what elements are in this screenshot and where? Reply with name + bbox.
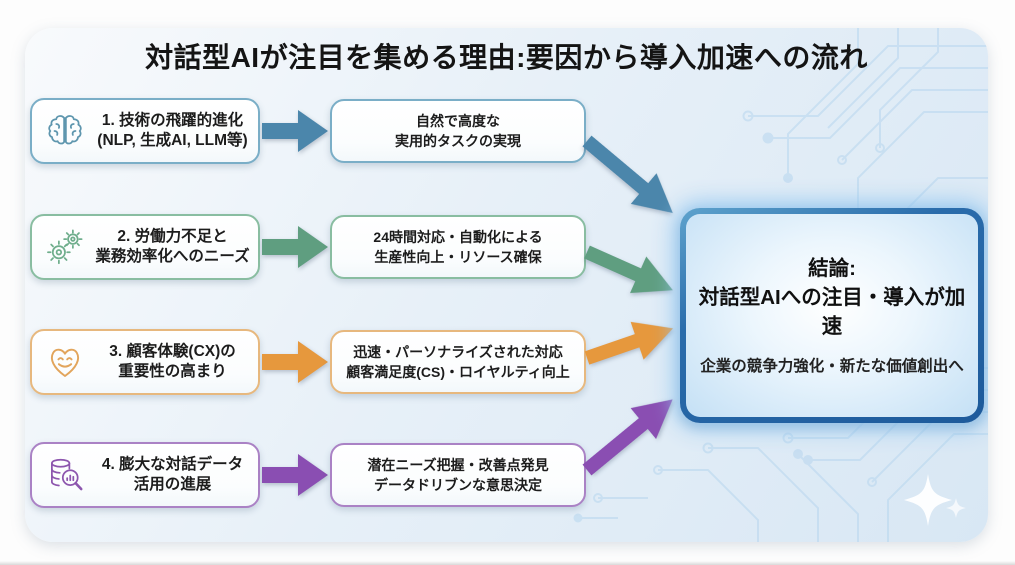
factor-box-labor: 2. 労働力不足と 業務効率化へのニーズ [30,214,260,280]
factor-box-technology: 1. 技術の飛躍的進化 (NLP, 生成AI, LLM等) [30,98,260,164]
outcome-box-cx: 迅速・パーソナライズされた対応 顧客満足度(CS)・ロイヤルティ向上 [330,330,586,394]
factor-box-cx: 3. 顧客体験(CX)の 重要性の高まり [30,329,260,395]
factor-text: 2. 労働力不足と 業務効率化へのニーズ [95,227,250,265]
outcome-text: 潜在ニーズ把握・改善点発見 データドリブンな意思決定 [367,456,549,493]
sparkle-icon [904,474,966,526]
smiling-heart-icon [44,341,86,383]
conclusion-statement: 対話型AIへの注目・導入が加速 [698,286,966,338]
arrow-outcome-to-conclusion [580,308,680,379]
data-search-icon [44,454,86,496]
outcome-box-data: 潜在ニーズ把握・改善点発見 データドリブンな意思決定 [330,443,586,507]
arrow-factor-to-outcome [262,224,328,270]
arrow-outcome-to-conclusion [578,232,682,310]
factor-text: 1. 技術の飛躍的進化 (NLP, 生成AI, LLM等) [97,111,248,149]
arrow-factor-to-outcome [262,339,328,385]
outcome-text: 自然で高度な 実用的タスクの実現 [395,112,521,149]
conclusion-box-inner: 結論: 対話型AIへの注目・導入が加速 企業の競争力強化・新たな価値創出へ [686,214,978,417]
outcome-text: 迅速・パーソナライズされた対応 顧客満足度(CS)・ロイヤルティ向上 [346,343,570,380]
outcome-text: 24時間対応・自動化による 生産性向上・リソース確保 [373,228,543,265]
factor-text: 4. 膨大な対話データ 活用の進展 [101,455,244,493]
brain-icon [44,110,86,152]
arrow-factor-to-outcome [262,108,328,154]
outcome-box-labor: 24時間対応・自動化による 生産性向上・リソース確保 [330,215,586,279]
arrow-factor-to-outcome [262,452,328,498]
gears-icon [44,226,86,268]
conclusion-box: 結論: 対話型AIへの注目・導入が加速 企業の競争力強化・新たな価値創出へ [680,208,984,423]
page-title: 対話型AIが注目を集める理由:要因から導入加速への流れ [145,42,868,73]
conclusion-heading: 結論: [808,257,856,281]
diagram-card: 対話型AIが注目を集める理由:要因から導入加速への流れ 1. 技術の飛躍的進化 … [25,28,988,542]
conclusion-subtext: 企業の競争力強化・新たな価値創出へ [700,357,964,375]
factor-box-data: 4. 膨大な対話データ 活用の進展 [30,442,260,508]
arrow-outcome-to-conclusion [573,382,687,487]
outcome-box-technology: 自然で高度な 実用的タスクの実現 [330,99,586,163]
factor-text: 3. 顧客体験(CX)の 重要性の高まり [109,342,236,380]
arrow-outcome-to-conclusion [573,124,687,230]
